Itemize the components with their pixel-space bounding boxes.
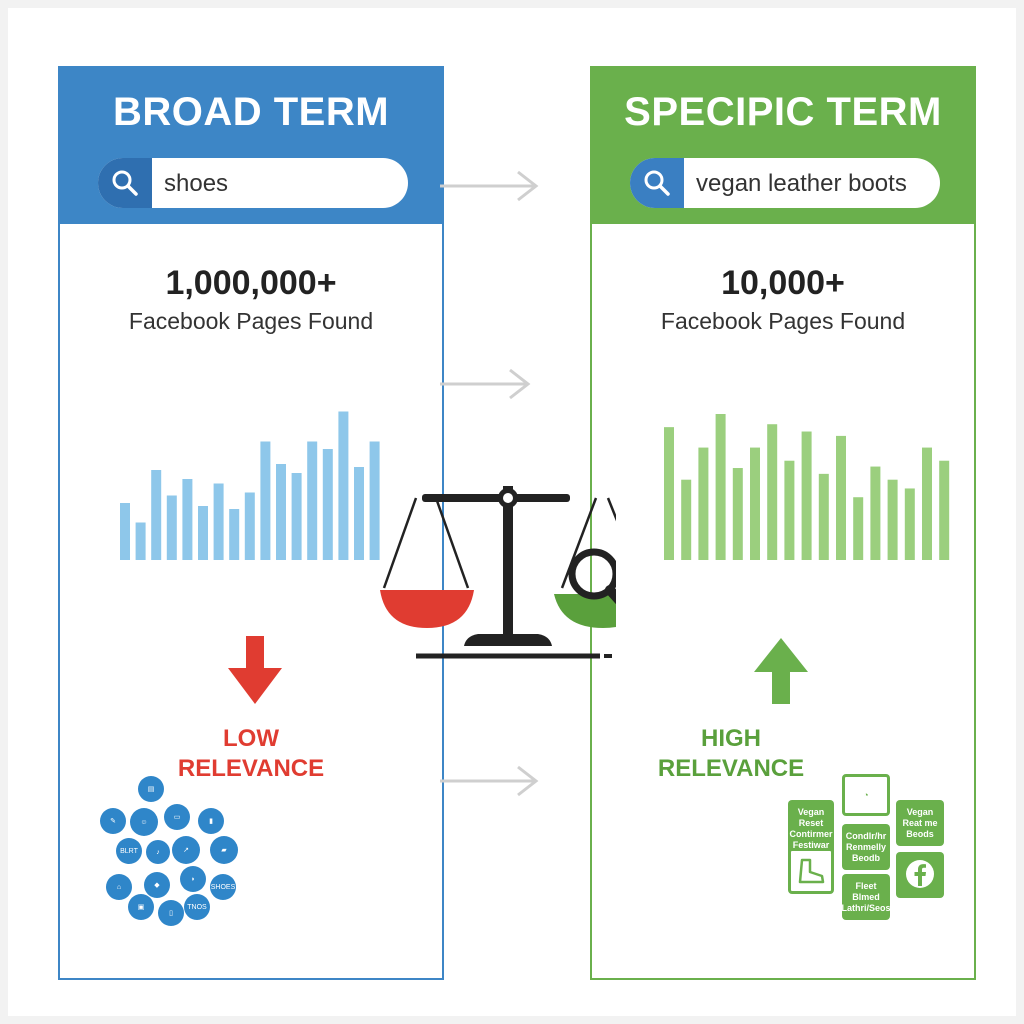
volume-bar xyxy=(213,483,224,560)
volume-bar xyxy=(369,441,380,560)
broad-volume-bars xyxy=(120,411,380,560)
graph-tile-icon: ◔ xyxy=(842,774,890,816)
bag-icon: ▣ xyxy=(128,894,154,920)
facebook-icon xyxy=(904,858,936,893)
volume-bar xyxy=(244,492,255,560)
specific-page-count: 10,000+ xyxy=(721,264,845,302)
volume-bar xyxy=(715,414,726,560)
topic-tile: Condlr/hr Renmelly Beodb xyxy=(842,824,890,870)
volume-bar xyxy=(818,473,829,560)
volume-bar xyxy=(307,441,318,560)
volume-bar xyxy=(767,424,778,560)
volume-bar xyxy=(120,503,130,560)
volume-bar xyxy=(182,479,193,560)
volume-bar xyxy=(276,464,286,560)
broad-term-header: BROAD TERM shoes xyxy=(60,68,442,224)
volume-bar xyxy=(291,473,302,560)
volume-bar xyxy=(732,468,743,560)
volume-bar xyxy=(322,449,333,560)
volume-bar xyxy=(939,460,950,560)
volume-bar xyxy=(922,447,932,560)
relevance-line-1: LOW xyxy=(223,725,279,752)
tag-icon: ◆ xyxy=(144,872,170,898)
volume-bar xyxy=(166,495,177,560)
shoe-icon: ▰ xyxy=(210,836,238,864)
volume-bar xyxy=(151,470,162,560)
bottle-icon: ⌂ xyxy=(106,874,132,900)
broad-search-bar[interactable]: shoes xyxy=(98,158,408,208)
down-arrow-icon xyxy=(228,636,282,711)
search-input[interactable]: vegan leather boots xyxy=(696,170,907,197)
boot-tile-icon xyxy=(788,848,834,894)
specific-term-panel: SPECIPIC TERM vegan leather boots 10,000… xyxy=(590,66,976,980)
volume-bar xyxy=(198,506,208,560)
doc-icon: ▤ xyxy=(138,776,164,802)
volume-bar xyxy=(801,431,812,560)
volume-bar xyxy=(784,460,795,560)
volume-bar xyxy=(260,441,271,560)
chart-line-icon: ↗ xyxy=(172,836,200,864)
card-icon: ▭ xyxy=(164,804,190,830)
search-input[interactable]: shoes xyxy=(164,170,229,197)
specific-term-title: SPECIPIC TERM xyxy=(624,90,942,134)
volume-bar xyxy=(750,447,760,560)
broad-term-panel: BROAD TERM shoes 1,000,000+ Facebook Pag… xyxy=(58,66,444,980)
volume-bar xyxy=(870,466,881,560)
bar-chart-icon: ▮ xyxy=(198,808,224,834)
relevance-line-1: HIGH xyxy=(701,725,761,752)
right-arrow-icon xyxy=(440,366,536,407)
volume-bar xyxy=(904,488,915,560)
specific-search-bar[interactable]: vegan leather boots xyxy=(630,158,940,208)
volume-bar xyxy=(836,435,846,560)
specific-term-header: SPECIPIC TERM vegan leather boots xyxy=(592,68,974,224)
right-arrow-icon xyxy=(440,168,544,209)
circle-label-icon-2: TNOS xyxy=(184,894,210,920)
specific-page-count-label: Facebook Pages Found xyxy=(660,308,906,334)
volume-bar xyxy=(135,522,146,560)
volume-bar xyxy=(229,509,240,560)
volume-bar xyxy=(698,447,709,560)
low-relevance-label: LOW RELEVANCE xyxy=(60,724,442,784)
balance-scale-icon xyxy=(376,476,652,681)
volume-bar xyxy=(354,467,364,560)
right-arrow-icon xyxy=(440,763,544,804)
relevance-line-2: RELEVANCE xyxy=(177,755,325,782)
circle-text-icon: SHOES xyxy=(210,874,236,900)
phone-icon: ▯ xyxy=(158,900,184,926)
broad-page-count: 1,000,000+ xyxy=(165,264,337,302)
pen-icon: ✎ xyxy=(100,808,126,834)
broad-page-count-label: Facebook Pages Found xyxy=(128,308,374,334)
high-relevance-label: HIGH RELEVANCE xyxy=(540,724,922,784)
search-button[interactable] xyxy=(98,158,152,208)
facebook-tile xyxy=(896,852,944,898)
mic-icon: ♪ xyxy=(146,840,170,864)
specific-volume-bars xyxy=(664,414,950,560)
user-icon: ☺ xyxy=(130,808,158,836)
up-arrow-icon xyxy=(754,638,808,709)
search-button[interactable] xyxy=(630,158,684,208)
infographic-frame: BROAD TERM shoes 1,000,000+ Facebook Pag… xyxy=(8,8,1016,1016)
broad-term-title: BROAD TERM xyxy=(112,90,390,134)
volume-bar xyxy=(681,479,692,560)
topic-tile: Fleet Blmed Lathri/Seos xyxy=(842,874,891,920)
relevance-line-2: RELEVANCE xyxy=(657,755,805,782)
volume-bar xyxy=(853,497,864,560)
circle-label-icon: BLRT xyxy=(116,838,142,864)
shoe-side-icon: ◗ xyxy=(180,866,206,892)
topic-tile: Vegan Reat me Beods xyxy=(896,800,944,846)
volume-bar xyxy=(664,427,674,560)
volume-bar xyxy=(887,479,898,560)
volume-bar xyxy=(338,411,349,560)
